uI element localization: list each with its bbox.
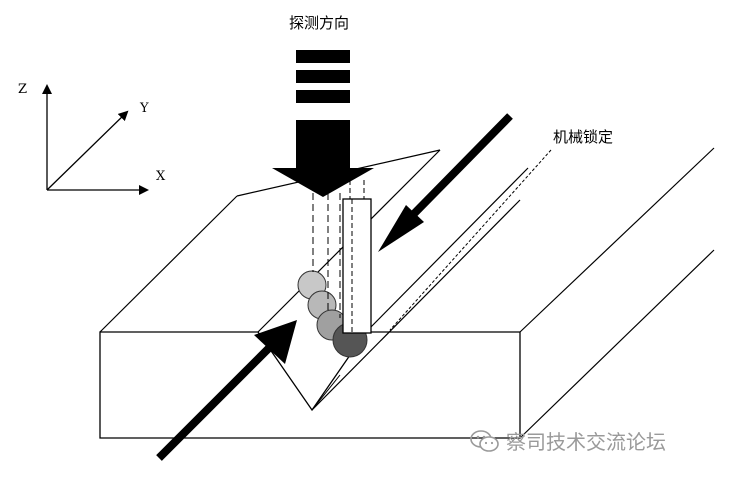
y-axis-label: Y xyxy=(140,101,149,116)
coordinate-axes xyxy=(42,84,149,195)
groove-bottom-line xyxy=(311,374,341,411)
z-axis-label: Z xyxy=(18,82,28,97)
workpiece-front-face xyxy=(99,331,521,439)
upper-right-arrow-shaft xyxy=(397,113,513,231)
probe-body xyxy=(342,198,372,334)
detection-direction-arrow xyxy=(272,50,374,197)
watermark: 察司技术交流论坛 xyxy=(470,426,666,455)
mechanical-lock-label: 机械锁定 xyxy=(553,128,614,146)
mechanical-lock-leader xyxy=(389,149,552,331)
y-axis xyxy=(46,110,129,191)
weld-beads xyxy=(297,270,368,358)
x-axis-label: X xyxy=(156,169,166,184)
projection-lines xyxy=(312,193,341,318)
wechat-icon xyxy=(470,429,499,452)
watermark-text: 察司技术交流论坛 xyxy=(506,430,666,454)
lower-left-arrow-head xyxy=(254,320,297,364)
motion-arrows xyxy=(156,113,513,461)
probe xyxy=(342,180,372,334)
detection-direction-label: 探测方向 xyxy=(289,14,350,32)
upper-right-arrow-head xyxy=(378,205,424,252)
lower-left-arrow-shaft xyxy=(156,338,279,461)
